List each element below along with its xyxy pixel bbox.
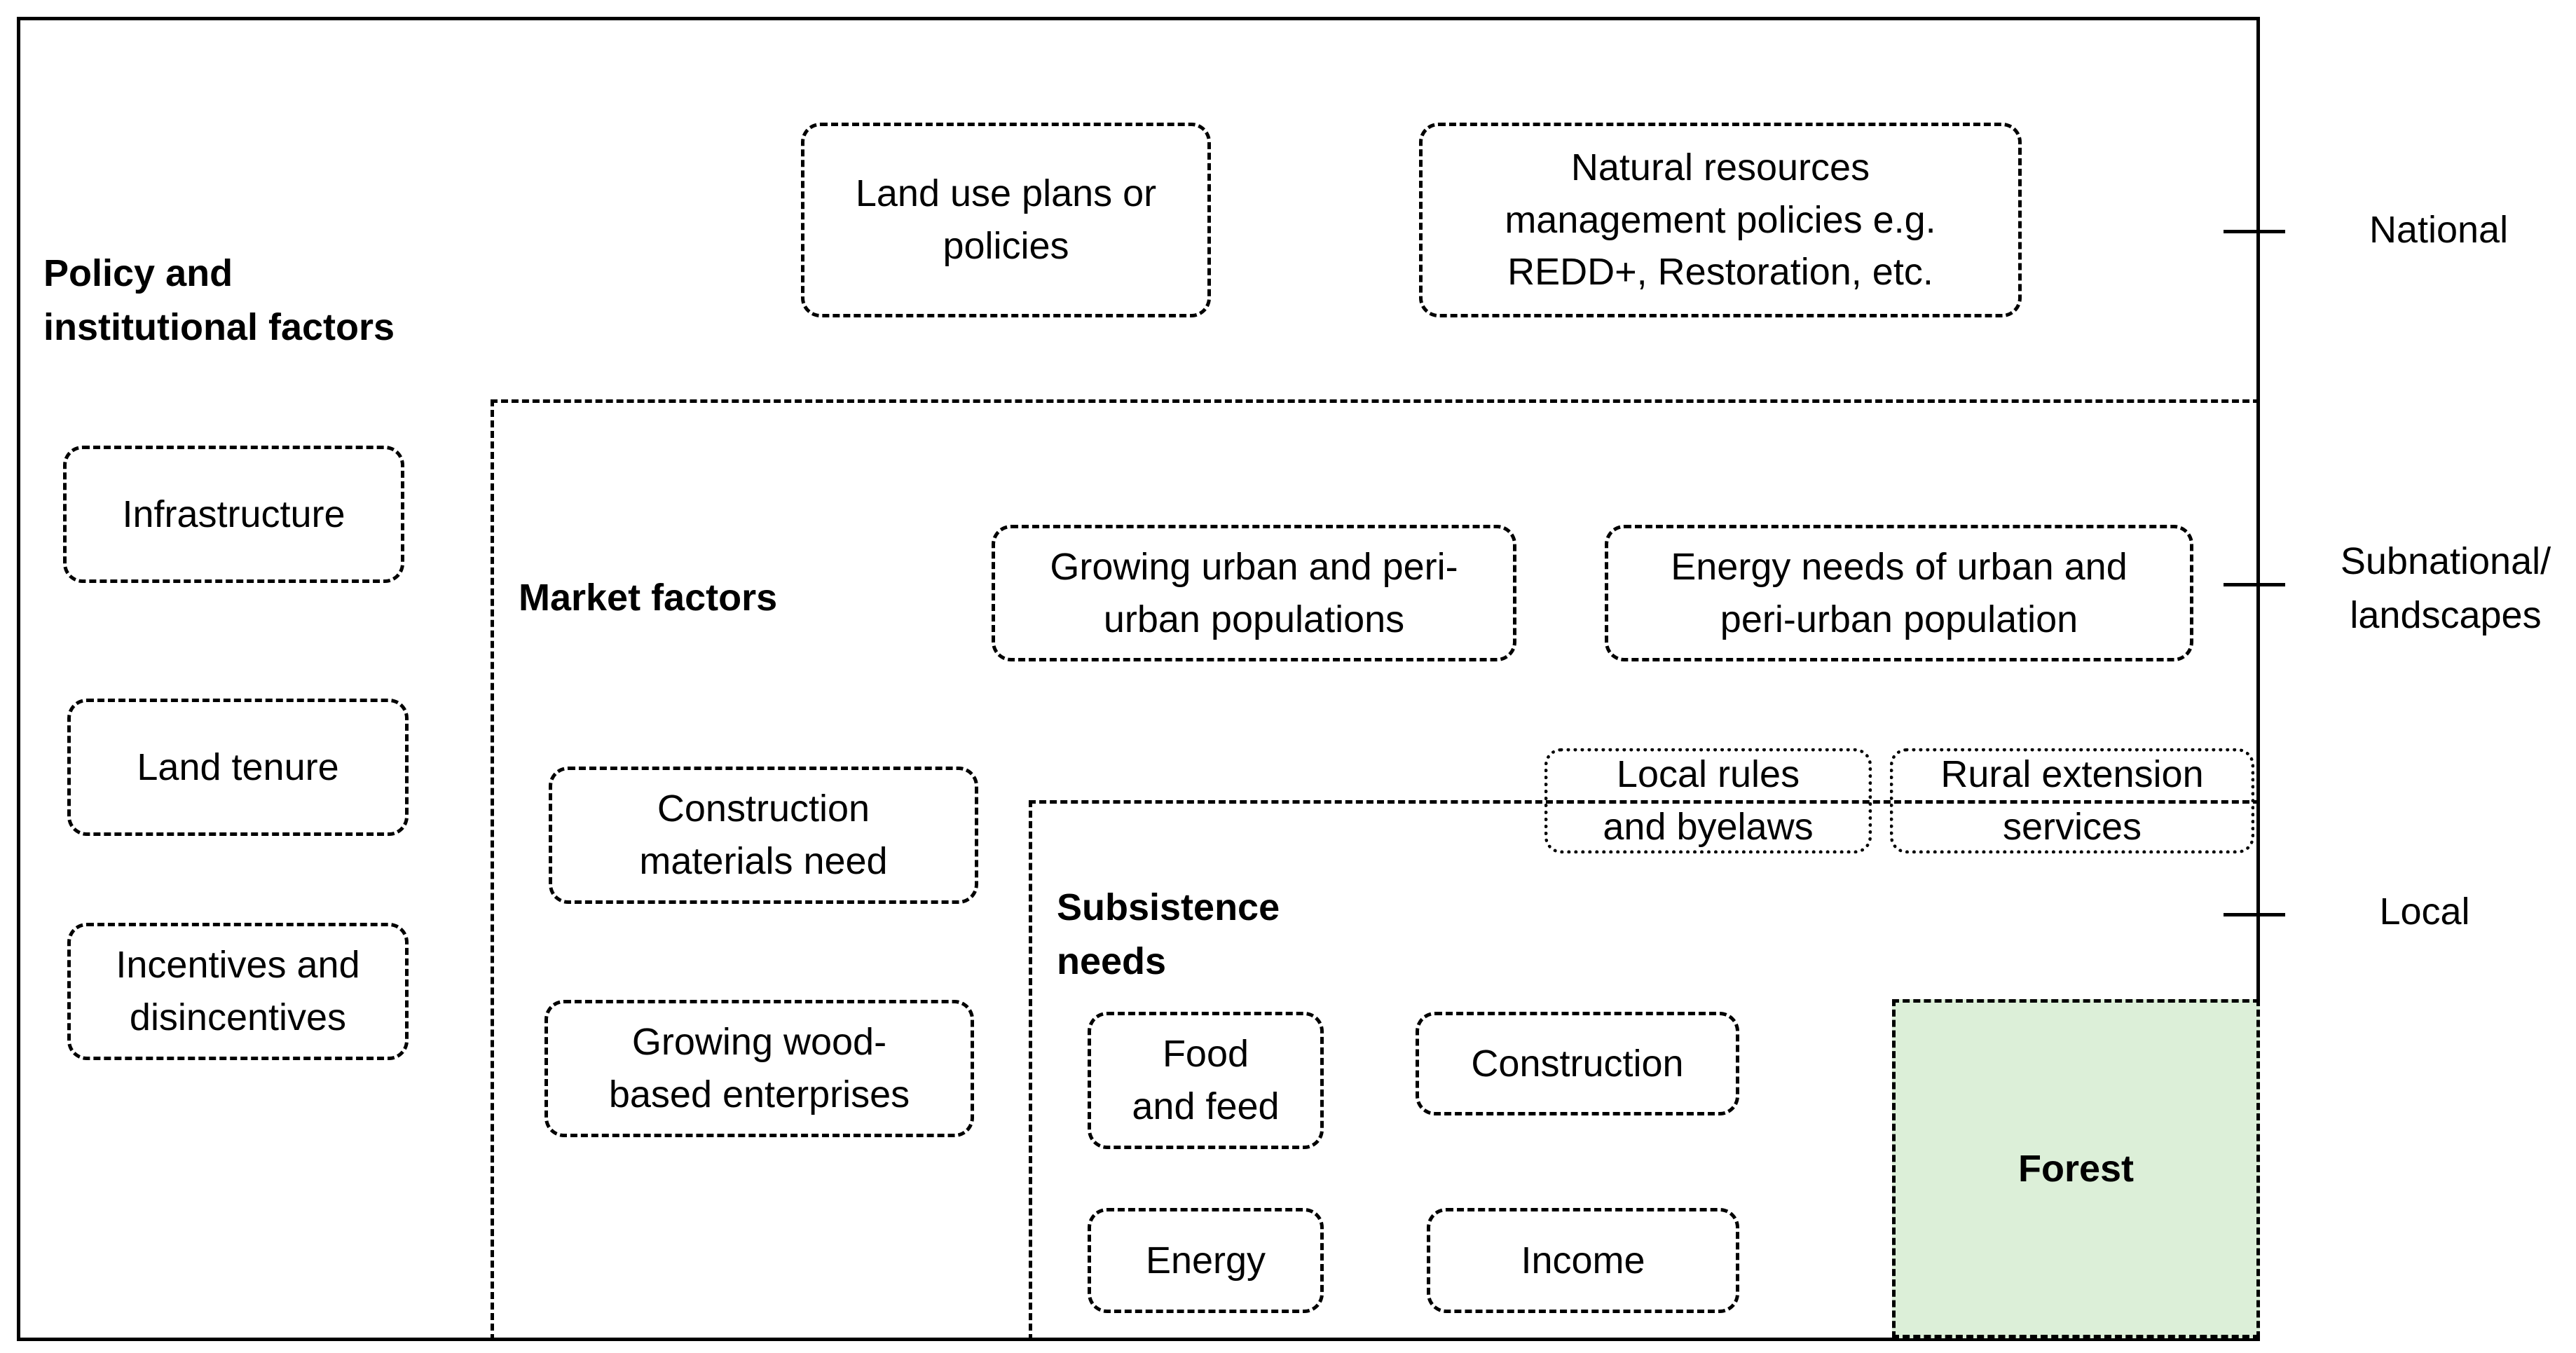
policy-heading: Policy and institutional factors bbox=[43, 252, 395, 348]
local-rules-box: Local rules and byelaws bbox=[1544, 748, 1872, 853]
subnational-tick bbox=[2224, 583, 2285, 586]
subsistence-heading: Subsistence needs bbox=[1057, 886, 1280, 982]
market-region bbox=[491, 399, 2260, 1341]
forest-label: Forest bbox=[2017, 1148, 2135, 1190]
local-label: Local bbox=[2379, 891, 2470, 933]
subnational-label: Subnational/ landscapes bbox=[2340, 540, 2551, 636]
national-tick bbox=[2224, 230, 2285, 233]
forest-box: Forest bbox=[1892, 999, 2260, 1338]
national-label: National bbox=[2369, 209, 2509, 251]
outer-frame bbox=[17, 17, 2260, 1341]
land-use-plans-box: Land use plans or policies bbox=[801, 123, 1211, 317]
food-feed-box: Food and feed bbox=[1088, 1012, 1324, 1149]
rural-extension-box: Rural extension services bbox=[1890, 748, 2254, 853]
energy-box: Energy bbox=[1088, 1208, 1324, 1313]
construction-materials-box: Construction materials need bbox=[549, 767, 978, 904]
market-heading: Market factors bbox=[519, 577, 778, 619]
infrastructure-box: Infrastructure bbox=[63, 446, 404, 583]
construction-box: Construction bbox=[1416, 1012, 1739, 1115]
incentives-box: Incentives and disincentives bbox=[67, 923, 409, 1060]
income-box: Income bbox=[1427, 1208, 1739, 1313]
subsistence-region bbox=[1029, 800, 2260, 1341]
wood-enterprises-box: Growing wood- based enterprises bbox=[544, 1000, 974, 1137]
land-tenure-box: Land tenure bbox=[67, 699, 409, 836]
energy-needs-box: Energy needs of urban and peri-urban pop… bbox=[1605, 525, 2193, 661]
local-tick bbox=[2224, 913, 2285, 916]
natural-resources-box: Natural resources management policies e.… bbox=[1419, 123, 2022, 317]
urban-populations-box: Growing urban and peri- urban population… bbox=[992, 525, 1516, 661]
